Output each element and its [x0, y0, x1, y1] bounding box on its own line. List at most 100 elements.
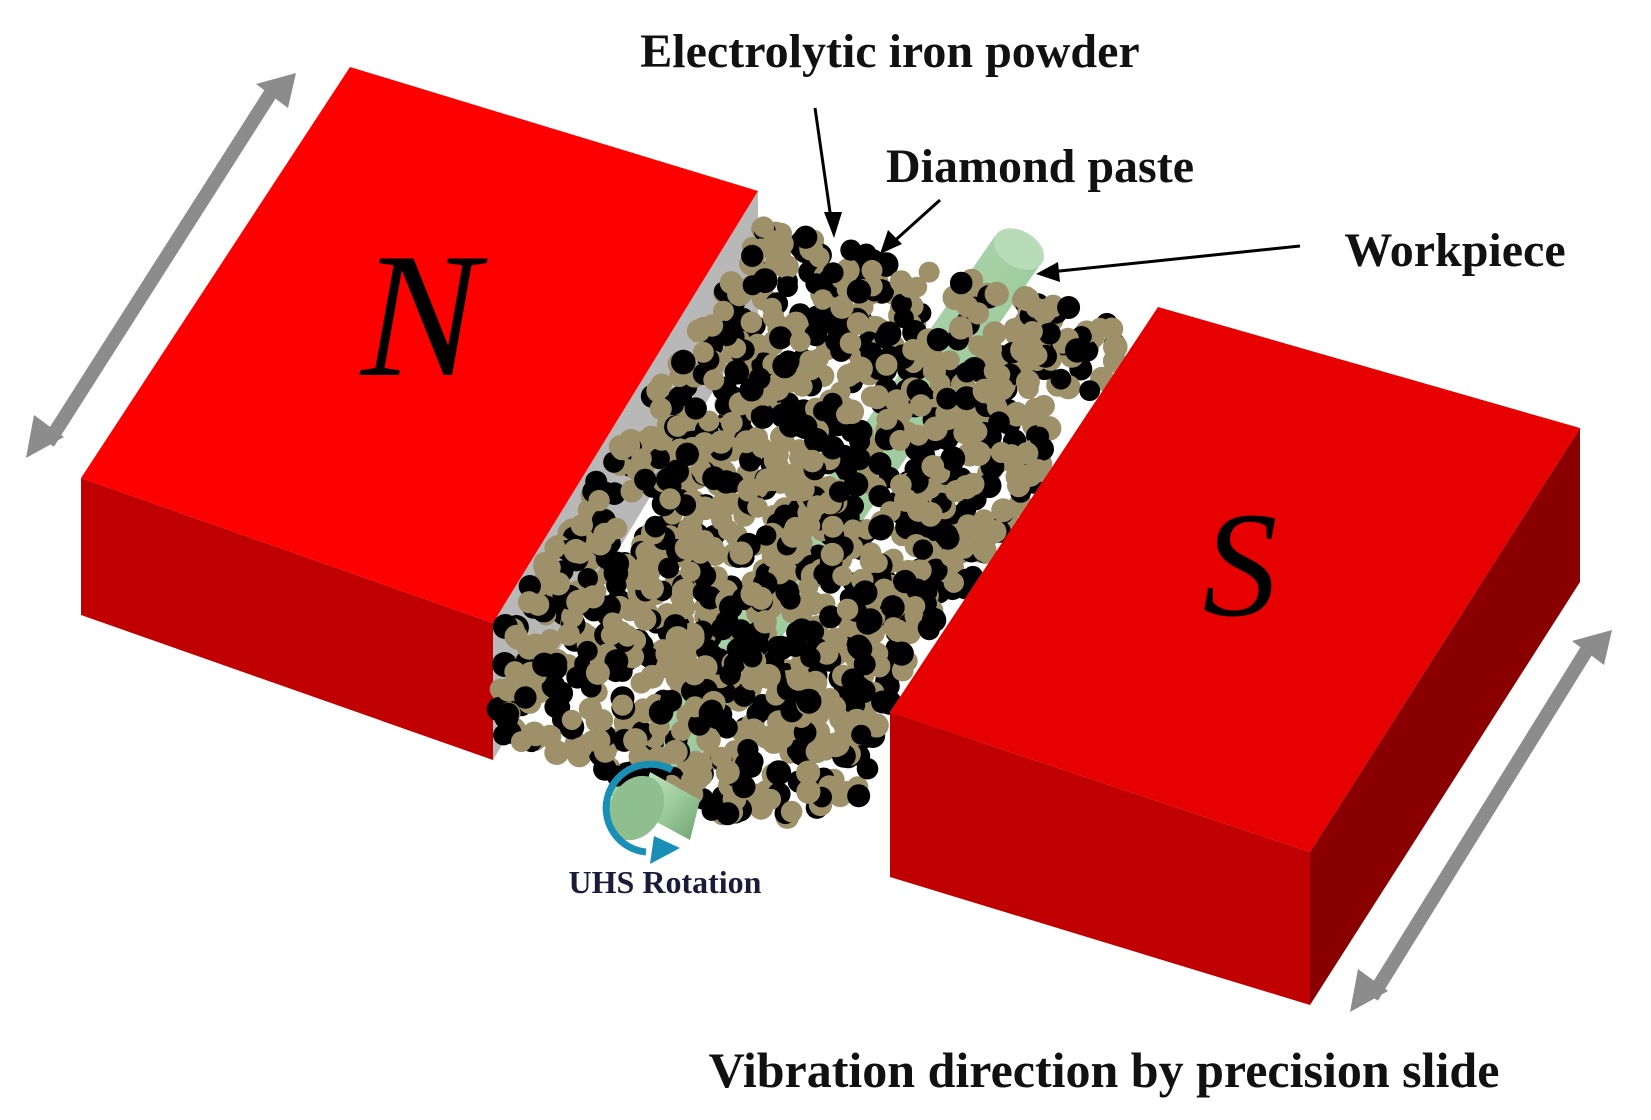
- abrasive-particle: [644, 515, 667, 538]
- abrasive-particle: [684, 397, 707, 420]
- abrasive-particle: [786, 621, 809, 644]
- abrasive-particle: [918, 261, 940, 283]
- abrasive-particle: [973, 509, 995, 531]
- abrasive-particle: [581, 730, 603, 752]
- abrasive-particle: [611, 694, 634, 716]
- abrasive-particle: [518, 575, 541, 598]
- abrasive-particle: [740, 582, 765, 606]
- abrasive-particle: [851, 724, 872, 745]
- abrasive-particle: [709, 494, 733, 518]
- abrasive-particle: [700, 314, 724, 337]
- abrasive-particle: [841, 668, 865, 692]
- abrasive-particle: [801, 449, 824, 473]
- abrasive-particle: [956, 499, 977, 520]
- north-magnet-front-face: [81, 478, 493, 760]
- abrasive-particle: [762, 306, 785, 329]
- abrasive-particle: [737, 479, 760, 502]
- abrasive-particle: [940, 544, 964, 568]
- abrasive-particle: [581, 585, 605, 609]
- abrasive-particle: [848, 356, 873, 382]
- abrasive-particle: [822, 695, 847, 719]
- abrasive-particle: [606, 575, 627, 596]
- workpiece-leader: [1036, 244, 1301, 282]
- abrasive-particle: [936, 526, 960, 550]
- abrasive-particle: [859, 548, 885, 573]
- abrasive-particle: [663, 739, 688, 765]
- abrasive-particle: [730, 619, 752, 641]
- abrasive-particle: [800, 647, 821, 668]
- abrasive-particle: [658, 557, 680, 579]
- abrasive-particle: [1050, 368, 1072, 390]
- abrasive-particle: [949, 316, 973, 340]
- abrasive-particle: [741, 718, 766, 743]
- abrasive-particle: [832, 565, 853, 587]
- abrasive-particle: [557, 623, 580, 646]
- abrasive-particle: [546, 572, 571, 596]
- abrasive-particle: [514, 686, 537, 709]
- abrasive-particle: [905, 596, 926, 617]
- abrasive-particle: [1019, 464, 1042, 487]
- abrasive-particle: [966, 420, 988, 443]
- abrasive-particle: [966, 441, 991, 467]
- abrasive-particle: [917, 617, 938, 639]
- abrasive-particle: [732, 775, 756, 799]
- abrasive-particle: [792, 376, 813, 397]
- abrasive-particle: [589, 532, 612, 556]
- abrasive-particle: [532, 652, 557, 677]
- abrasive-particle: [630, 557, 655, 581]
- abrasive-particle: [570, 514, 593, 537]
- abrasive-particle: [852, 580, 878, 605]
- abrasive-particle: [891, 659, 914, 682]
- abrasive-particle: [991, 498, 1015, 523]
- abrasive-particle: [940, 446, 966, 472]
- rotation-label: UHS Rotation: [569, 864, 762, 900]
- abrasive-particle: [504, 661, 526, 683]
- abrasive-particle: [771, 232, 794, 256]
- abrasive-particle: [716, 802, 740, 826]
- abrasive-particle: [1004, 401, 1030, 427]
- abrasive-particle: [740, 311, 763, 334]
- abrasive-particle: [541, 674, 566, 699]
- abrasive-particle: [1015, 369, 1040, 394]
- abrasive-particle: [1038, 322, 1061, 345]
- vibration-arrow-right: [1350, 630, 1612, 1012]
- abrasive-particle: [729, 541, 753, 565]
- abrasive-particle: [635, 541, 657, 563]
- abrasive-particle: [671, 578, 697, 604]
- abrasive-particle: [926, 328, 951, 352]
- abrasive-particle: [766, 455, 790, 479]
- abrasive-particle: [737, 738, 759, 761]
- abrasive-particle: [786, 666, 811, 691]
- abrasive-particle: [715, 716, 738, 739]
- abrasive-particle: [805, 273, 827, 295]
- abrasive-particle: [526, 593, 550, 616]
- abrasive-particle: [894, 488, 918, 512]
- abrasive-particle: [756, 525, 777, 546]
- abrasive-particle: [808, 246, 830, 268]
- abrasive-particle: [772, 353, 798, 379]
- abrasive-particle: [796, 688, 822, 714]
- south-magnet-side-face: [1310, 428, 1580, 1005]
- abrasive-particle: [634, 468, 657, 491]
- abrasive-particle: [945, 480, 968, 503]
- abrasive-particle: [789, 331, 811, 352]
- abrasive-particle: [633, 608, 657, 631]
- abrasive-particle: [842, 519, 863, 540]
- abrasive-particle: [889, 641, 914, 666]
- abrasive-particle: [753, 216, 775, 238]
- abrasive-particle: [611, 438, 633, 461]
- abrasive-particle: [874, 327, 896, 349]
- abrasive-particle: [865, 386, 889, 410]
- abrasive-particle: [709, 430, 733, 454]
- abrasive-particle: [752, 268, 778, 293]
- abrasive-particle: [691, 765, 713, 787]
- abrasive-particle: [631, 448, 652, 470]
- abrasive-particle: [1013, 286, 1038, 311]
- abrasive-particle: [873, 578, 895, 601]
- abrasive-particle: [875, 353, 898, 376]
- abrasive-particle: [719, 595, 743, 620]
- abrasive-particle: [561, 709, 583, 731]
- abrasive-particle: [1000, 444, 1023, 466]
- abrasive-particle: [846, 312, 870, 335]
